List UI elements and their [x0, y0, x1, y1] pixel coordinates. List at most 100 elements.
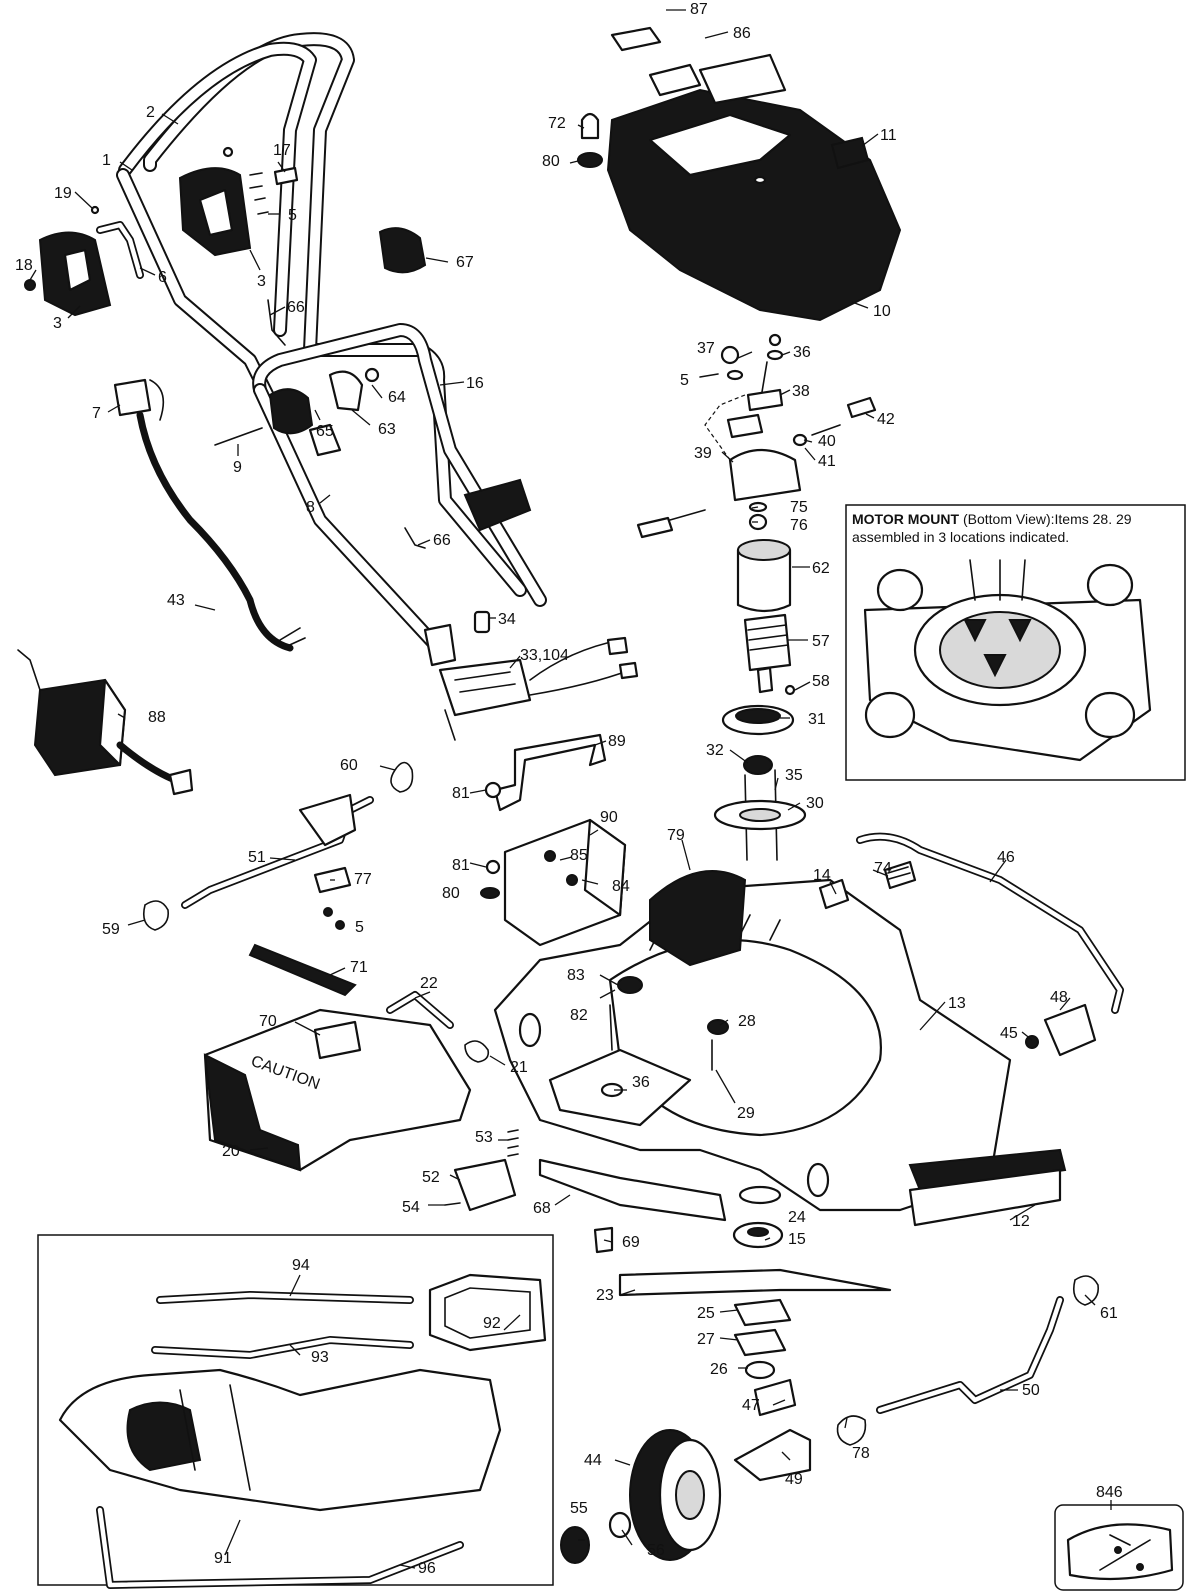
- callout-38: 38: [792, 383, 810, 400]
- callout-32: 32: [706, 742, 724, 759]
- callout-21: 21: [510, 1059, 528, 1076]
- callout-59: 59: [102, 921, 120, 938]
- height-adjust-right: [836, 1275, 1100, 1446]
- callout-69: 69: [622, 1234, 640, 1251]
- callout-80-battery: 80: [442, 885, 460, 902]
- callout-25: 25: [697, 1305, 715, 1322]
- callout-9: 9: [233, 459, 242, 476]
- motor-mount-bottom-view: [863, 559, 1152, 762]
- rear-wheel-assembly: [560, 1378, 812, 1564]
- callout-20: 20: [222, 1143, 240, 1160]
- callout-28: 28: [738, 1013, 756, 1030]
- callout-10: 10: [873, 303, 891, 320]
- callout-8: 8: [306, 499, 315, 516]
- hardware-kit-inset-box: [1054, 1504, 1184, 1591]
- callout-42: 42: [877, 411, 895, 428]
- callout-58: 58: [812, 673, 830, 690]
- motor-cover: [577, 26, 902, 322]
- callout-45: 45: [1000, 1025, 1018, 1042]
- callout-36-deck: 36: [632, 1074, 650, 1091]
- motor-mount-text: (Bottom View):Items 28. 29 assembled in …: [852, 511, 1132, 545]
- callout-44: 44: [584, 1452, 602, 1469]
- lower-handle: [252, 323, 547, 667]
- callout-48: 48: [1050, 989, 1068, 1006]
- callout-7: 7: [92, 405, 101, 422]
- callout-57: 57: [812, 633, 830, 650]
- callout-27: 27: [697, 1331, 715, 1348]
- handle-hardware: [214, 146, 427, 549]
- motor-mount-note: MOTOR MOUNT (Bottom View):Items 28. 29 a…: [852, 510, 1182, 546]
- callout-88: 88: [148, 709, 166, 726]
- callout-26: 26: [710, 1361, 728, 1378]
- callout-35: 35: [785, 767, 803, 784]
- callout-22: 22: [420, 975, 438, 992]
- callout-43: 43: [167, 592, 185, 609]
- callout-63: 63: [378, 421, 396, 438]
- callout-78: 78: [852, 1445, 870, 1462]
- callout-46: 46: [997, 849, 1015, 866]
- callout-36-brush: 36: [793, 344, 811, 361]
- motor-mount-heading: MOTOR MOUNT: [852, 511, 960, 527]
- callout-52: 52: [422, 1169, 440, 1186]
- callout-89: 89: [608, 733, 626, 750]
- callout-41: 41: [818, 453, 836, 470]
- callout-34: 34: [498, 611, 516, 628]
- callout-2: 2: [146, 104, 155, 121]
- callout-30: 30: [806, 795, 824, 812]
- callout-11: 11: [880, 127, 897, 144]
- callout-6: 6: [158, 269, 167, 286]
- callout-84: 84: [612, 878, 630, 895]
- leader-lines: [29, 9, 1112, 1569]
- callout-40: 40: [818, 433, 836, 450]
- callout-29: 29: [737, 1105, 755, 1122]
- callout-70: 70: [259, 1013, 277, 1030]
- callout-16: 16: [466, 375, 484, 392]
- callout-33-104: 33,104: [520, 647, 569, 664]
- control-box: [438, 610, 639, 741]
- callout-47: 47: [742, 1397, 760, 1414]
- callout-68: 68: [533, 1200, 551, 1217]
- callout-5-linkage: 5: [355, 919, 364, 936]
- battery-tray: [484, 733, 607, 812]
- callout-15: 15: [788, 1231, 806, 1248]
- callout-77: 77: [354, 871, 372, 888]
- callout-71: 71: [350, 959, 368, 976]
- charger: [17, 649, 194, 796]
- callout-55: 55: [570, 1500, 588, 1517]
- callout-86: 86: [733, 25, 751, 42]
- motor-mount-inset-box: [845, 504, 1186, 781]
- hardware-kit: [1066, 1523, 1174, 1581]
- callout-1: 1: [102, 152, 111, 169]
- callout-80-top: 80: [542, 153, 560, 170]
- callout-62: 62: [812, 560, 830, 577]
- callout-81-battery: 81: [452, 857, 470, 874]
- callout-66-lower: 66: [433, 532, 451, 549]
- callout-90: 90: [600, 809, 618, 826]
- callout-65: 65: [316, 423, 334, 440]
- switch-and-cord: [113, 378, 306, 652]
- callout-50: 50: [1022, 1382, 1040, 1399]
- battery: [480, 818, 627, 947]
- bag-frame-rod: [856, 832, 1124, 1057]
- callout-87: 87: [690, 1, 708, 18]
- callout-85: 85: [570, 847, 588, 864]
- callout-24: 24: [788, 1209, 806, 1226]
- callout-96: 96: [418, 1560, 436, 1577]
- grass-bag: [58, 1273, 547, 1589]
- callout-54: 54: [402, 1199, 420, 1216]
- callout-846: 846: [1096, 1484, 1123, 1501]
- callout-37: 37: [697, 340, 715, 357]
- height-adjust-left: [142, 761, 414, 931]
- callout-60: 60: [340, 757, 358, 774]
- callout-79: 79: [667, 827, 685, 844]
- callout-67: 67: [456, 254, 474, 271]
- handle-brackets: [24, 167, 252, 317]
- callout-91: 91: [214, 1550, 232, 1567]
- callout-12: 12: [1012, 1213, 1030, 1230]
- callout-94: 94: [292, 1257, 310, 1274]
- callout-3-left: 3: [53, 315, 62, 332]
- callout-72: 72: [548, 115, 566, 132]
- callout-66-upper: 66: [287, 299, 305, 316]
